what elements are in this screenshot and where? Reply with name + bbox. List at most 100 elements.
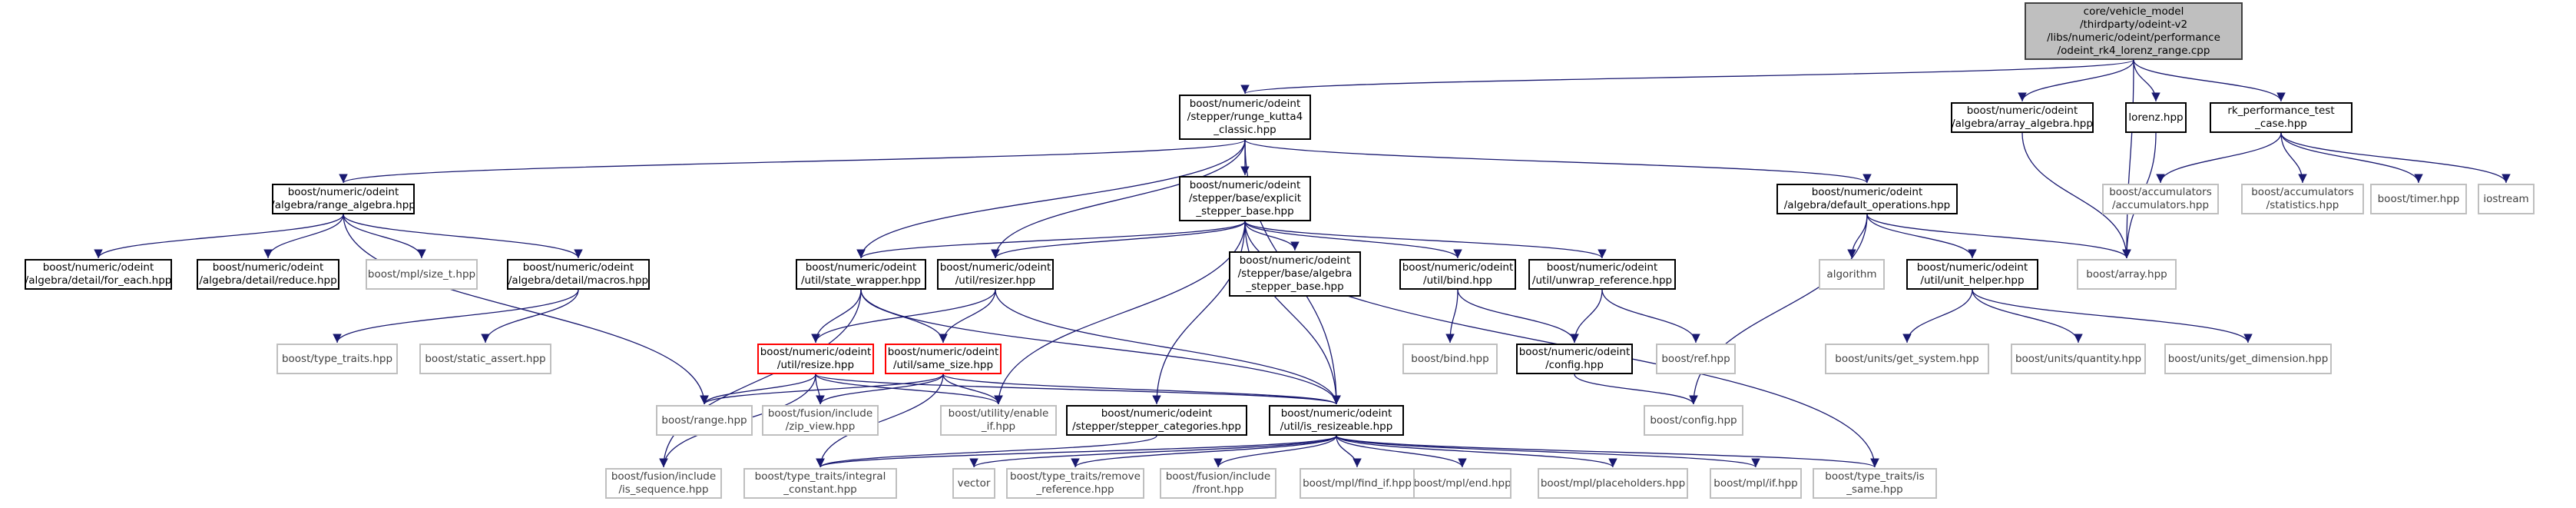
node-label-line: boost/numeric/odeint	[1518, 346, 1631, 358]
edge-isresize-to-is_same	[1336, 435, 1879, 468]
edge-unit_helper-to-quantity	[1972, 289, 2083, 344]
node-label-line: boost/type_traits/integral	[754, 470, 886, 483]
node-expl[interactable]: boost/numeric/odeint/stepper/base/explic…	[1179, 176, 1311, 221]
edge-resize-to-isresize	[815, 374, 1341, 405]
node-label-line: boost/numeric/odeint	[805, 261, 917, 274]
edge-expl-to-resizer	[991, 221, 1246, 259]
edge-rk4-to-statew	[856, 139, 1246, 259]
node-label-line: /algebra/detail/macros.hpp	[508, 274, 649, 287]
edge-defops-to-unit_helper	[1866, 214, 1977, 259]
node-label-line: boost/static_assert.hpp	[425, 352, 546, 365]
node-label-line: boost/units/quantity.hpp	[2015, 352, 2142, 365]
node-label-line: iostream	[2483, 192, 2529, 205]
node-alg-cat[interactable]: boost/numeric/odeint/stepper/base/algebr…	[1229, 251, 1361, 297]
node-label-line: /algebra/range_algebra.hpp	[272, 199, 415, 211]
node-enable-if: boost/utility/enable_if.hpp	[940, 405, 1057, 436]
edge-range_alg-to-size_t	[343, 214, 426, 259]
node-resizer[interactable]: boost/numeric/odeint/util/resizer.hpp	[937, 259, 1054, 290]
node-refhpp: boost/ref.hpp	[1656, 344, 1736, 374]
edge-rkperf-to-acc	[2156, 132, 2282, 184]
edge-isresize-to-rm_ref	[1071, 435, 1337, 468]
node-label-line: /util/bind.hpp	[1423, 274, 1492, 287]
node-label-line: boost/array.hpp	[2086, 267, 2167, 281]
node-unit-helper[interactable]: boost/numeric/odeint/util/unit_helper.hp…	[1906, 259, 2038, 290]
node-config[interactable]: boost/numeric/odeint/config.hpp	[1516, 344, 1633, 374]
edge-range_alg-to-macros	[343, 214, 583, 259]
node-label-line: algorithm	[1826, 267, 1877, 281]
node-resize[interactable]: boost/numeric/odeint/util/resize.hpp	[757, 344, 874, 374]
node-macros[interactable]: boost/numeric/odeint/algebra/detail/macr…	[507, 259, 650, 290]
node-label-line: boost/fusion/include	[1165, 470, 1271, 483]
node-label-line: boost/numeric/odeint	[1189, 179, 1301, 191]
node-bind[interactable]: boost/numeric/odeint/util/bind.hpp	[1399, 259, 1516, 290]
edge-resizer-to-resize	[811, 289, 996, 344]
edge-expl-to-alg_cat	[1244, 221, 1300, 251]
edge-same_size-to-isresize	[942, 374, 1341, 405]
node-label-line: boost/numeric/odeint	[1966, 105, 2078, 117]
edge-expl-to-stepcat	[1152, 221, 1246, 405]
node-get-dim: boost/units/get_dimension.hpp	[2164, 344, 2332, 374]
node-label-line: boost/numeric/odeint	[939, 261, 1051, 274]
node-barray: boost/array.hpp	[2077, 259, 2177, 290]
node-statew[interactable]: boost/numeric/odeint/util/state_wrapper.…	[796, 259, 926, 290]
node-iostream: iostream	[2478, 184, 2535, 214]
node-find-if: boost/mpl/find_if.hpp	[1300, 468, 1415, 499]
node-stepcat[interactable]: boost/numeric/odeint/stepper/stepper_cat…	[1066, 405, 1247, 436]
node-label-line: boost/ref.hpp	[1661, 352, 1730, 365]
node-label-line: /util/same_size.hpp	[892, 359, 994, 371]
edge-stepcat-to-int_const	[816, 435, 1157, 468]
node-type-traits: boost/type_traits.hpp	[276, 344, 398, 374]
node-array-alg[interactable]: boost/numeric/odeint/algebra/array_algeb…	[1951, 102, 2094, 133]
node-label-line: /statistics.hpp	[2266, 199, 2339, 211]
node-same-size[interactable]: boost/numeric/odeint/util/same_size.hpp	[885, 344, 1002, 374]
node-label-line: boost/accumulators	[2109, 186, 2212, 198]
node-zip-view: boost/fusion/include/zip_view.hpp	[762, 405, 879, 436]
edge-array_alg-to-barray	[2021, 132, 2131, 259]
edge-rkperf-to-stats	[2280, 132, 2307, 184]
node-label-line: /libs/numeric/odeint/performance	[2047, 31, 2220, 44]
node-label-line: /stepper/base/explicit	[1188, 192, 1302, 204]
edge-rkperf-to-timer	[2280, 132, 2423, 184]
node-label-line: _classic.hpp	[1214, 124, 1276, 136]
edge-resize-to-enable_if	[815, 374, 1003, 405]
node-quantity: boost/units/quantity.hpp	[2011, 344, 2146, 374]
edge-range_alg-to-range	[343, 214, 709, 405]
node-label-line: /stepper/base/algebra	[1237, 267, 1353, 280]
node-label-line: boost/config.hpp	[1650, 413, 1737, 427]
edge-expl-to-enable_if	[994, 221, 1246, 405]
node-defops[interactable]: boost/numeric/odeint/algebra/default_ope…	[1776, 184, 1958, 214]
node-label-line: /util/resize.hpp	[776, 359, 855, 371]
node-rk4[interactable]: boost/numeric/odeint/stepper/runge_kutta…	[1179, 95, 1311, 140]
node-label-line: boost/mpl/end.hpp	[1413, 476, 1511, 490]
edge-same_size-to-int_const	[816, 374, 944, 468]
node-label-line: /algebra/default_operations.hpp	[1783, 199, 1951, 211]
node-lorenz[interactable]: lorenz.hpp	[2125, 102, 2187, 133]
node-label-line: boost/units/get_dimension.hpp	[2167, 352, 2329, 365]
node-label-line: /algebra/detail/reduce.hpp	[199, 274, 337, 287]
node-range: boost/range.hpp	[656, 405, 753, 436]
node-label-line: /util/unit_helper.hpp	[1920, 274, 2025, 287]
node-label-line: /algebra/array_algebra.hpp	[1952, 118, 2093, 130]
node-rkperf[interactable]: rk_performance_test_case.hpp	[2210, 102, 2353, 133]
node-root[interactable]: core/vehicle_model/thirdparty/odeint-v2/…	[2025, 2, 2243, 60]
node-unwrap[interactable]: boost/numeric/odeint/util/unwrap_referen…	[1528, 259, 1676, 290]
node-is-seq: boost/fusion/include/is_sequence.hpp	[605, 468, 722, 499]
node-label-line: lorenz.hpp	[2128, 111, 2184, 124]
node-label-line: boost/accumulators	[2251, 186, 2354, 198]
edge-same_size-to-zip_view	[816, 374, 944, 405]
node-label-line: _if.hpp	[981, 420, 1016, 433]
edge-unit_helper-to-get_system	[1902, 289, 1973, 344]
node-isresize[interactable]: boost/numeric/odeint/util/is_resizeable.…	[1269, 405, 1404, 436]
node-get-system: boost/units/get_system.hpp	[1825, 344, 1989, 374]
node-mpl-if: boost/mpl/if.hpp	[1710, 468, 1802, 499]
edge-isresize-to-int_const	[816, 435, 1337, 468]
edge-config-to-bconfig	[1574, 374, 1698, 405]
node-is-same: boost/type_traits/is_same.hpp	[1813, 468, 1937, 499]
edge-defops-to-algorithm	[1847, 214, 1868, 259]
node-label-line: /accumulators.hpp	[2111, 199, 2210, 211]
node-label-line: /front.hpp	[1192, 483, 1244, 496]
node-foreach[interactable]: boost/numeric/odeint/algebra/detail/for_…	[25, 259, 172, 290]
node-range-alg[interactable]: boost/numeric/odeint/algebra/range_algeb…	[272, 184, 415, 214]
node-label-line: boost/numeric/odeint	[1189, 98, 1301, 110]
node-reduce[interactable]: boost/numeric/odeint/algebra/detail/redu…	[197, 259, 339, 290]
